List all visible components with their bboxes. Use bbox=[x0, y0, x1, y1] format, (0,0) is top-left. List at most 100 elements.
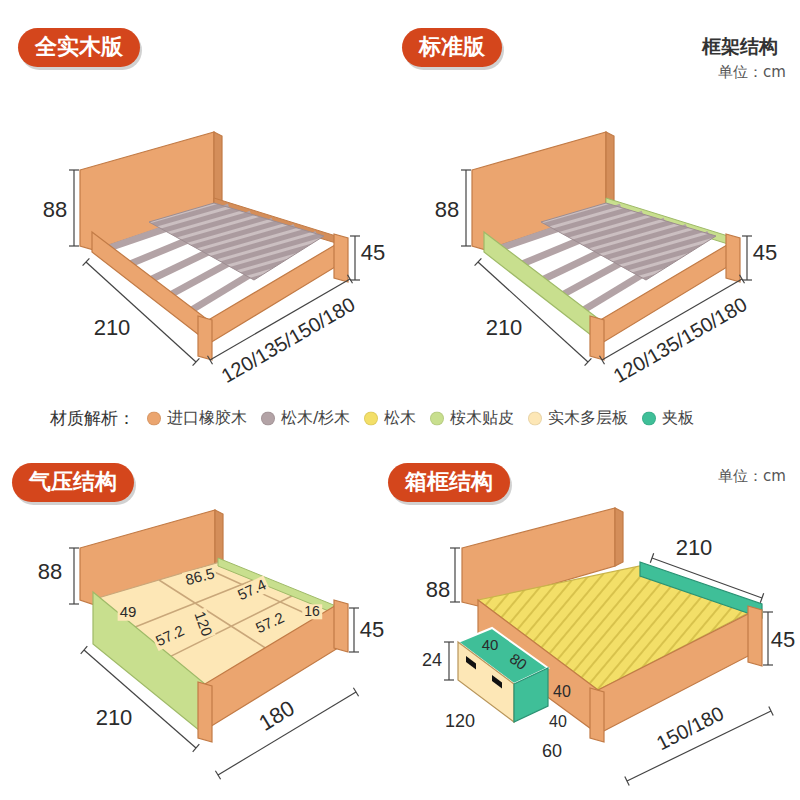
veneer-side bbox=[93, 592, 205, 735]
legend-swatch bbox=[642, 411, 656, 425]
dimension-tick bbox=[349, 607, 359, 608]
footboard-panel bbox=[598, 612, 752, 734]
drawer-front bbox=[458, 642, 514, 722]
dimension-label: 16 bbox=[302, 604, 322, 619]
dimension-label: 40 bbox=[549, 713, 567, 731]
legend-swatch bbox=[261, 411, 275, 425]
bed-leg bbox=[334, 600, 348, 652]
unit-note: 单位：cm bbox=[718, 468, 786, 485]
legend-item: 进口橡胶木 bbox=[147, 408, 247, 429]
dimension-label: 88 bbox=[43, 198, 67, 222]
bed-leg bbox=[198, 682, 212, 742]
legend-heading: 材质解析： bbox=[50, 409, 135, 428]
dimension-label: 24 bbox=[422, 651, 442, 671]
dimension-line bbox=[218, 692, 356, 775]
material-legend: 进口橡胶木 松木/杉木 松木 桉木贴皮实木多层板 夹板 bbox=[147, 408, 694, 429]
title-tag: 气压结构 bbox=[12, 463, 134, 502]
dimension-label: 45 bbox=[360, 618, 384, 642]
dimension-line bbox=[353, 608, 354, 652]
box-frame-bed bbox=[444, 508, 773, 786]
veneer-rail bbox=[484, 232, 600, 342]
tag-text: 全实木版 bbox=[35, 34, 123, 60]
title-tag: 全实木版 bbox=[18, 28, 140, 67]
dimension-tick bbox=[69, 603, 79, 604]
tag-text: 气压结构 bbox=[29, 469, 117, 495]
dimension-label: 88 bbox=[435, 198, 459, 222]
dimension-label: 88 bbox=[426, 578, 450, 602]
unit-note: 单位：cm bbox=[718, 64, 786, 81]
legend-item: 松木 bbox=[364, 408, 416, 429]
legend-swatch bbox=[147, 411, 161, 425]
dimension-label: 210 bbox=[96, 706, 133, 730]
legend-item: 松木/杉木 bbox=[261, 408, 350, 429]
dimension-tick bbox=[444, 641, 454, 642]
dimension-label: 40 bbox=[553, 683, 571, 701]
dimension-label: 45 bbox=[771, 628, 795, 652]
dimension-label: 210 bbox=[676, 536, 713, 560]
dimension-label: 150/180 bbox=[653, 702, 727, 754]
dimension-label: 180 bbox=[255, 696, 299, 736]
dimension-label: 57.2 bbox=[251, 609, 288, 638]
dimension-tick bbox=[760, 593, 763, 602]
legend-swatch bbox=[430, 411, 444, 425]
legend-text: 松木 bbox=[384, 408, 416, 429]
dimension-label: 60 bbox=[542, 742, 562, 762]
dimension-tick bbox=[349, 651, 359, 652]
dimension-tick bbox=[215, 771, 220, 780]
side-rail bbox=[92, 232, 208, 342]
dimension-tick bbox=[650, 553, 653, 562]
dimension-label: 45 bbox=[361, 241, 385, 265]
dimension-label: 120/135/150/180 bbox=[217, 293, 358, 387]
dimension-label: 57.4 bbox=[233, 576, 270, 605]
dimension-tick bbox=[763, 664, 773, 665]
dimension-label: 49 bbox=[118, 604, 139, 621]
dimension-tick bbox=[444, 679, 454, 680]
legend-text: 松木/杉木 bbox=[281, 408, 350, 429]
legend-text: 夹板 bbox=[662, 408, 694, 429]
dimension-label: 120 bbox=[445, 712, 475, 732]
legend-text: 进口橡胶木 bbox=[167, 408, 247, 429]
tag-text: 标准版 bbox=[419, 34, 485, 60]
dimension-label: 88 bbox=[38, 560, 62, 584]
tag-text: 箱框结构 bbox=[405, 469, 493, 495]
dimension-line bbox=[652, 558, 762, 598]
dimension-label: 40 bbox=[482, 637, 499, 654]
plywood-box bbox=[640, 562, 762, 618]
dimension-label: 120 bbox=[190, 608, 215, 641]
dimension-lines bbox=[69, 170, 360, 366]
dimension-tick bbox=[769, 707, 773, 716]
dimension-line bbox=[73, 548, 74, 604]
legend-item: 桉木贴皮 bbox=[430, 408, 514, 429]
dimension-tick bbox=[69, 547, 79, 548]
dimension-line bbox=[767, 612, 768, 665]
title-tag: 箱框结构 bbox=[388, 463, 510, 502]
dimension-lines bbox=[444, 548, 773, 786]
dimension-label: 210 bbox=[486, 316, 523, 340]
legend-text: 桉木贴皮 bbox=[450, 408, 514, 429]
dimension-tick bbox=[193, 744, 200, 752]
drawer-handle bbox=[466, 656, 476, 670]
dimension-tick bbox=[625, 777, 629, 786]
dimension-label: 210 bbox=[94, 316, 131, 340]
dimension-label: 120/135/150/180 bbox=[609, 293, 750, 387]
dimension-tick bbox=[81, 646, 88, 654]
dimension-line bbox=[84, 650, 196, 748]
dimension-lines bbox=[69, 548, 359, 779]
dimension-label: 45 bbox=[753, 241, 777, 265]
bed-leg bbox=[590, 688, 604, 742]
dimension-label: 57.2 bbox=[151, 622, 188, 651]
drawer-side bbox=[514, 668, 548, 722]
dimension-tick bbox=[450, 601, 460, 602]
legend-swatch bbox=[528, 411, 542, 425]
headboard-side bbox=[615, 508, 623, 566]
dimension-tick bbox=[450, 547, 460, 548]
legend-item: 夹板 bbox=[642, 408, 694, 429]
bed-slats bbox=[109, 203, 324, 311]
legend-item: 实木多层板 bbox=[528, 408, 628, 429]
dimension-lines bbox=[461, 170, 752, 366]
title-tag: 标准版 bbox=[402, 28, 502, 67]
dimension-line bbox=[454, 548, 455, 602]
gas-lift-bed bbox=[69, 510, 359, 779]
dimension-line bbox=[448, 642, 449, 680]
